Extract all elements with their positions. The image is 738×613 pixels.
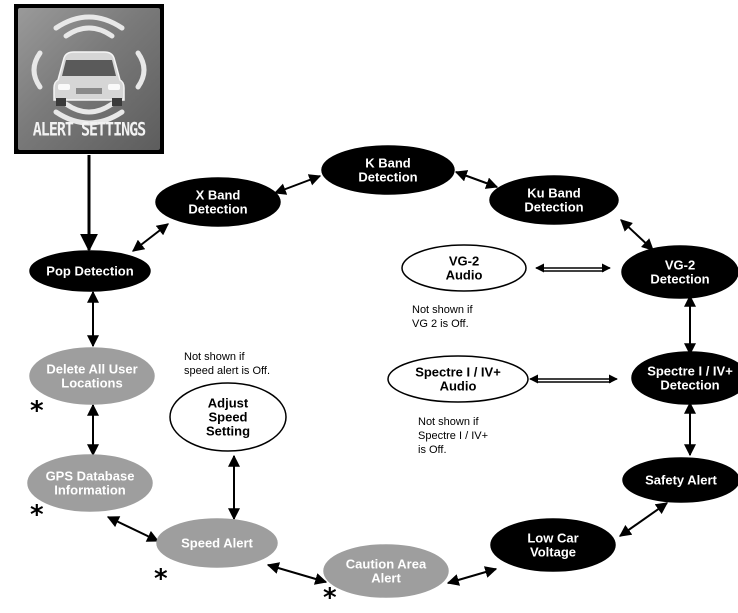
node-low-car-voltage-label-1: Low Car [527,531,578,546]
node-speed-alert[interactable]: Speed Alert [156,518,278,568]
star-caution-area: * [323,583,337,613]
arrow-safety-lowvoltage [619,502,668,537]
icon-caption: ALERT SETTINGS [32,117,146,141]
node-spectre-detection-shape [631,351,738,405]
star-gps-database: * [30,500,44,530]
node-spectre-audio-shape [387,355,529,403]
star-speed-alert: * [154,564,168,594]
note-spectre-line2: Spectre I / IV+ [418,430,489,442]
alert-settings-icon[interactable]: ALERT SETTINGS [14,4,164,154]
node-spectre-detection-label-2: Detection [660,378,719,393]
node-pop-detection-shape [29,250,151,292]
node-spectre-audio-label-2: Audio [440,379,477,394]
arrow-caution-speedalert [266,562,328,585]
node-k-band-detection-label-2: Detection [358,170,417,185]
arrow-vg2audio-vg2det [535,263,611,273]
node-vg2-detection-shape [621,245,738,299]
node-ku-band-detection-shape [489,175,619,225]
arrow-xband-kband [273,174,322,195]
arrow-speedalert-gps [106,516,160,542]
note-speed: Not shown if speed alert is Off. [184,350,270,378]
node-caution-area-alert-label-1: Caution Area [346,557,427,572]
node-x-band-detection-shape [155,177,281,227]
note-spectre-line3: is Off. [418,444,447,456]
node-low-car-voltage-shape [490,518,616,572]
node-delete-all-user-locations-shape [29,347,155,405]
node-gps-database-information-label-1: GPS Database [46,469,135,484]
arrow-lowvoltage-caution [446,566,498,586]
node-spectre-detection-label-1: Spectre I / IV+ [647,364,733,379]
node-x-band-detection-label-2: Detection [188,202,247,217]
node-vg2-detection-label-2: Detection [650,272,709,287]
node-ku-band-detection-label-1: Ku Band [527,186,581,201]
node-adjust-speed-setting-label-2: Speed [208,410,247,425]
node-vg2-audio-shape [401,244,527,292]
node-spectre-audio-label-1: Spectre I / IV+ [415,365,501,380]
node-spectre-detection[interactable]: Spectre I / IV+Detection [631,351,738,405]
note-speed-line2: speed alert is Off. [184,365,271,377]
note-vg2-line1: Not shown if [412,304,473,316]
arrow-spectreaudio-spectredet [529,374,618,384]
node-adjust-speed-setting-shape [169,382,287,452]
node-gps-database-information-shape [27,454,153,512]
node-speed-alert-label-1: Speed Alert [181,536,253,551]
node-spectre-audio[interactable]: Spectre I / IV+Audio [387,355,529,403]
arrow-kband-kuband [454,170,499,189]
node-adjust-speed-setting-label-3: Setting [206,424,250,439]
node-x-band-detection-label-1: X Band [196,188,241,203]
node-safety-alert-label-1: Safety Alert [645,473,717,488]
node-caution-area-alert-label-2: Alert [371,571,401,586]
node-safety-alert-shape [622,457,738,503]
star-delete-locations: * [30,396,44,426]
node-safety-alert[interactable]: Safety Alert [622,457,738,503]
node-ku-band-detection-label-2: Detection [524,200,583,215]
node-gps-database-information-label-2: Information [54,483,126,498]
note-vg2: Not shown if VG 2 is Off. [412,303,473,331]
node-delete-all-user-locations-label-1: Delete All User [46,362,137,377]
note-spectre: Not shown if Spectre I / IV+ is Off. [418,415,488,457]
note-speed-line1: Not shown if [184,351,245,363]
car-radar-icon: ALERT SETTINGS [18,8,160,150]
arrow-kuband-vg2 [620,219,654,251]
node-k-band-detection-shape [321,145,455,195]
node-pop-detection[interactable]: Pop Detection [29,250,151,292]
arrow-pop-xband [132,223,169,252]
node-k-band-detection-label-1: K Band [365,156,411,171]
node-low-car-voltage-label-2: Voltage [530,545,576,560]
node-pop-detection-label-1: Pop Detection [46,264,133,279]
node-adjust-speed-setting-label-1: Adjust [208,396,249,411]
node-vg2-audio-label-2: Audio [446,268,483,283]
node-vg2-detection-label-1: VG-2 [665,258,695,273]
node-delete-all-user-locations-label-2: Locations [61,376,122,391]
note-spectre-line1: Not shown if [418,416,479,428]
node-vg2-audio-label-1: VG-2 [449,254,479,269]
node-caution-area-alert-shape [323,544,449,598]
connectors [87,170,696,586]
node-speed-alert-shape [156,518,278,568]
note-vg2-line2: VG 2 is Off. [412,318,469,330]
